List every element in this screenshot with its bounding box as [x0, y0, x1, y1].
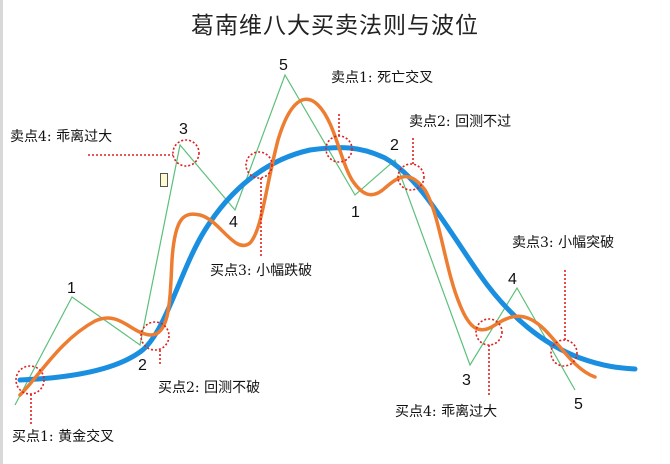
buy1-marker-circle: [15, 365, 45, 395]
sell3-marker-circle: [550, 339, 578, 367]
wave-line: [14, 73, 576, 406]
label-buy4: 买点4: 乖离过大: [395, 404, 498, 420]
wave-number-down-4: 4: [508, 271, 517, 288]
small-marker-box: [160, 173, 168, 187]
wave-number-down-2: 2: [390, 137, 399, 154]
wave-number-up-4: 4: [229, 214, 238, 231]
wave-number-down-3: 3: [462, 372, 471, 389]
label-buy1: 买点1: 黄金交叉: [12, 429, 115, 445]
label-sell4: 卖点4: 乖离过大: [10, 129, 113, 145]
wave-number-up-5: 5: [279, 57, 288, 74]
wave-number-down-1: 1: [351, 204, 360, 221]
wave-number-down-5: 5: [574, 396, 583, 413]
wave-number-up-1: 1: [67, 280, 76, 297]
wave-number-up-2: 2: [138, 357, 147, 374]
diagram-title: 葛南维八大买卖法则与波位: [191, 13, 479, 39]
wave-number-up-3: 3: [179, 121, 188, 138]
price-line: [18, 97, 597, 397]
sell2-marker-circle: [397, 163, 425, 191]
sell4-marker-circle: [172, 139, 200, 167]
buy2-marker-circle: [140, 321, 170, 351]
left-border: [0, 0, 3, 464]
label-sell3: 卖点3: 小幅突破: [512, 235, 615, 251]
label-sell1: 卖点1: 死亡交叉: [331, 70, 434, 86]
label-buy3: 买点3: 小幅跌破: [210, 263, 313, 279]
buy3-marker-circle: [245, 151, 273, 179]
moving-average-line: [17, 145, 638, 383]
label-sell2: 卖点2: 回测不过: [409, 114, 512, 130]
label-buy2: 买点2: 回测不破: [158, 380, 261, 396]
